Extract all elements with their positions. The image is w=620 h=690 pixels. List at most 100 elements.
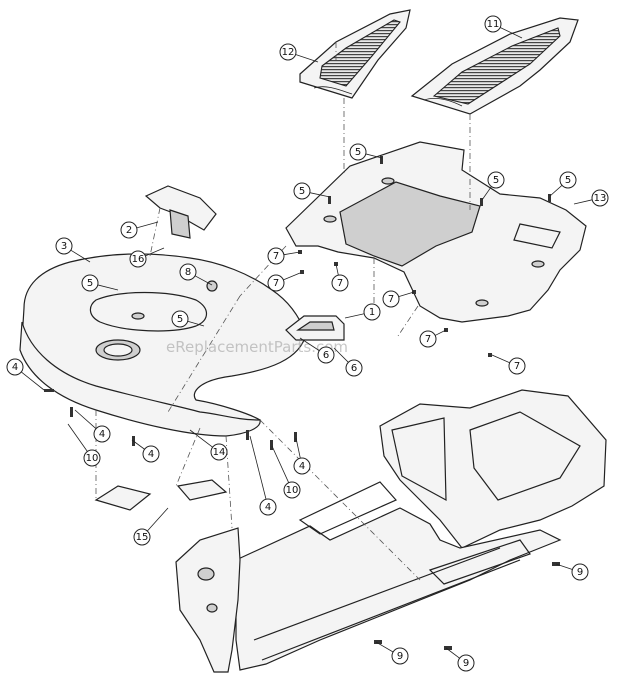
callout-number: 16 <box>132 254 145 265</box>
callout-8: 8 <box>179 263 213 286</box>
callout-5: 5 <box>481 171 505 201</box>
callout-4: 4 <box>293 437 311 475</box>
callout-number: 14 <box>213 447 226 458</box>
callout-number: 5 <box>177 314 183 325</box>
callout-number: 9 <box>397 651 403 662</box>
callout-leader-line <box>67 423 88 452</box>
callout-leader-line <box>283 251 301 256</box>
callout-circle <box>317 346 335 364</box>
callout-leader-line <box>299 337 320 351</box>
chassis-frame <box>235 389 607 671</box>
callout-number: 6 <box>351 363 357 374</box>
callout-circle <box>349 143 367 161</box>
callout-number: 1 <box>369 307 375 318</box>
callout-leader-line <box>375 641 394 653</box>
callout-circle <box>559 171 577 189</box>
callout-circle <box>484 15 502 33</box>
callout-circle <box>331 274 349 292</box>
callout-5: 5 <box>171 310 205 328</box>
callout-number: 5 <box>565 175 571 186</box>
callout-leader-line <box>555 563 573 570</box>
callout-circle <box>457 654 475 672</box>
callout-9: 9 <box>375 641 409 665</box>
callout-3: 3 <box>55 237 91 263</box>
callout-leader-line <box>344 313 365 319</box>
seat-bracket <box>144 185 217 239</box>
callout-number: 7 <box>514 361 520 372</box>
callout-leader-line <box>309 192 331 198</box>
callout-number: 5 <box>299 186 305 197</box>
callout-number: 5 <box>493 175 499 186</box>
callout-number: 15 <box>136 532 149 543</box>
callout-number: 12 <box>282 47 295 58</box>
callout-leader-line <box>491 354 510 364</box>
callout-leader-line <box>97 284 119 291</box>
callout-number: 5 <box>355 147 361 158</box>
callout-4: 4 <box>74 409 111 443</box>
callout-12: 12 <box>279 43 319 63</box>
callout-number: 4 <box>299 461 305 472</box>
callout-10: 10 <box>271 445 301 499</box>
callout-leader-line <box>295 437 301 459</box>
callout-number: 7 <box>388 294 394 305</box>
callout-number: 7 <box>337 278 343 289</box>
callout-circle <box>55 237 73 255</box>
callout-leader-line <box>398 291 415 298</box>
callout-2: 2 <box>120 221 159 239</box>
callout-13: 13 <box>573 189 609 207</box>
callout-5: 5 <box>349 143 383 161</box>
callout-leader-line <box>136 221 159 229</box>
callout-4: 4 <box>131 439 160 463</box>
callout-leader-line <box>365 153 383 159</box>
callout-leader-line <box>74 409 97 429</box>
body-hood <box>19 253 307 437</box>
callout-circle <box>129 250 147 268</box>
callout-leader-line <box>333 347 349 363</box>
callout-leader-line <box>549 185 563 197</box>
callout-5: 5 <box>81 274 119 292</box>
callout-circle <box>81 274 99 292</box>
callout-leader-line <box>283 272 301 281</box>
floor-mat-left <box>299 9 411 99</box>
callout-leader-line <box>249 435 267 500</box>
watermark-text: eReplacementParts.com <box>166 338 348 356</box>
footrest-panel <box>285 141 587 323</box>
callout-number: 4 <box>148 449 154 460</box>
callout-10: 10 <box>67 423 101 467</box>
callout-leader-line <box>145 247 165 257</box>
callout-leader-line <box>70 249 91 263</box>
callout-5: 5 <box>293 182 331 200</box>
callout-16: 16 <box>129 247 165 268</box>
callout-leader-line <box>434 329 447 336</box>
callout-leader-line <box>573 199 593 205</box>
callout-leader-line <box>187 320 205 327</box>
callout-circle <box>267 274 285 292</box>
callout-circle <box>571 563 589 581</box>
callout-circle <box>133 528 151 546</box>
callout-leader-line <box>189 429 213 448</box>
callout-leader-line <box>500 27 523 39</box>
callout-circle <box>508 357 526 375</box>
callout-leader-line <box>445 647 460 659</box>
callout-number: 6 <box>323 350 329 361</box>
callout-7: 7 <box>331 263 349 292</box>
callout-number: 7 <box>273 278 279 289</box>
callout-leader-line <box>295 54 319 63</box>
callout-number: 4 <box>12 362 18 373</box>
callout-circle <box>283 481 301 499</box>
callout-circle <box>293 457 311 475</box>
callout-5: 5 <box>549 171 577 197</box>
callout-number: 8 <box>185 267 191 278</box>
callout-number: 5 <box>87 278 93 289</box>
callout-circle <box>171 310 189 328</box>
callout-circle <box>363 303 381 321</box>
callout-7: 7 <box>419 329 447 348</box>
callout-circle <box>293 182 311 200</box>
callout-number: 4 <box>265 502 271 513</box>
callout-6: 6 <box>333 347 363 377</box>
callout-7: 7 <box>267 272 301 292</box>
callout-circle <box>267 247 285 265</box>
callout-number: 3 <box>61 241 67 252</box>
callout-number: 11 <box>487 19 500 30</box>
